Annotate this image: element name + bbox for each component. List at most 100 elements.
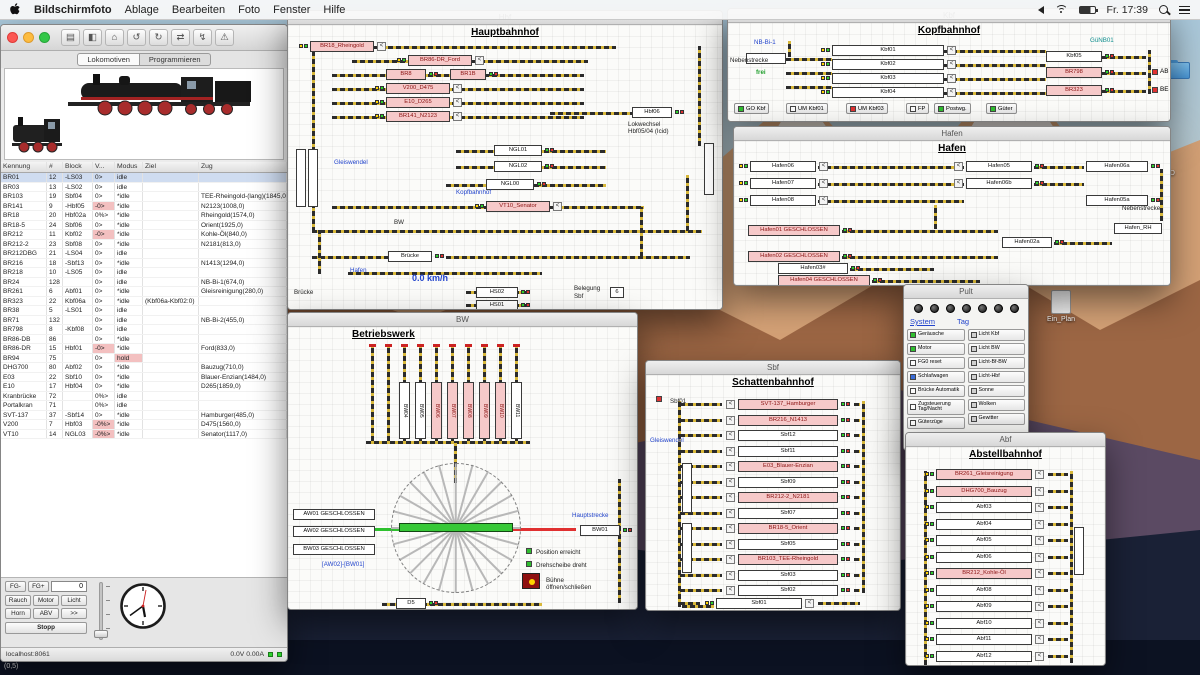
pult-button-güterzüge[interactable]: Güterzüge [907, 417, 965, 430]
route-button[interactable]: < [947, 74, 956, 83]
pult-button-licht-bf-bw[interactable]: Licht-Bf-BW [967, 357, 1025, 369]
signal-icon[interactable] [550, 164, 554, 168]
route-button[interactable]: < [954, 162, 963, 171]
block-Hafen_RH[interactable]: Hafen_RH [1114, 223, 1162, 234]
route-button[interactable]: < [1035, 486, 1044, 496]
block-Hafen08[interactable]: Hafen08 [750, 195, 816, 206]
signal-icon[interactable] [299, 44, 303, 48]
block-BW04[interactable]: BW04 [399, 382, 410, 439]
block-E03_Blauer-Enzian[interactable]: E03_Blauer-Enzian [738, 461, 838, 472]
block-BR8[interactable]: BR8 [386, 69, 426, 80]
signal-icon[interactable] [489, 72, 493, 76]
block-BR18-5_Orient[interactable]: BR18-5_Orient [738, 523, 838, 534]
signal-icon[interactable] [739, 198, 743, 202]
signal-icon[interactable] [402, 58, 406, 62]
signal-icon[interactable] [435, 254, 439, 258]
column-header[interactable]: Modus [115, 162, 143, 172]
route-button[interactable]: < [1035, 519, 1044, 529]
tab-lokomotiven[interactable]: Lokomotiven [77, 53, 140, 66]
close-button[interactable] [7, 32, 18, 43]
block[interactable] [296, 149, 306, 207]
panel-button[interactable] [526, 548, 532, 554]
block-D5[interactable]: D5 [396, 598, 426, 609]
signal-icon[interactable] [537, 182, 541, 186]
knob-icon[interactable] [993, 304, 1003, 313]
signal-icon[interactable] [930, 472, 934, 476]
signal-icon[interactable] [841, 433, 845, 437]
signal-icon[interactable] [434, 601, 438, 605]
spotlight-icon[interactable] [1159, 5, 1168, 14]
stop-button[interactable]: Stopp [5, 621, 87, 634]
block-BW05[interactable]: BW05 [415, 382, 426, 439]
route-button[interactable]: < [1035, 503, 1044, 512]
block-Hbf06[interactable]: Hbf06 [632, 107, 672, 118]
signal-icon[interactable] [841, 588, 845, 592]
signal-icon[interactable] [930, 488, 934, 493]
signal-icon[interactable] [930, 538, 934, 542]
signal-icon[interactable] [930, 571, 934, 575]
block-Abf08[interactable]: Abf08 [936, 584, 1032, 596]
menu-ablage[interactable]: Ablage [124, 3, 159, 16]
pult-button-geräusche[interactable]: Geräusche [907, 329, 965, 341]
signal-icon[interactable] [1156, 198, 1160, 202]
route-button[interactable]: < [1035, 618, 1044, 628]
signal-icon[interactable] [623, 528, 627, 532]
pult-button-zugsteuerung-tag/nacht[interactable]: Zugsteuerung Tag/Nacht [907, 399, 965, 416]
signal-icon[interactable] [710, 601, 714, 605]
signal-icon[interactable] [475, 204, 479, 208]
block-Hafen03#[interactable]: Hafen03# [778, 263, 848, 274]
signal-icon[interactable] [930, 587, 934, 592]
block-Hafen04 GESCHLOSSEN[interactable]: Hafen04 GESCHLOSSEN [778, 275, 870, 285]
route-button[interactable]: < [819, 162, 828, 171]
column-header[interactable]: V... [93, 162, 115, 172]
block-Abf04[interactable]: Abf04 [936, 518, 1032, 530]
signal-icon[interactable] [521, 303, 525, 307]
signal-icon[interactable] [846, 541, 850, 546]
pult-button-wolken[interactable]: Wolken [967, 399, 1025, 411]
route-button[interactable]: < [1035, 602, 1044, 611]
signal-icon[interactable] [841, 448, 845, 453]
signal-icon[interactable] [821, 90, 825, 94]
route-button[interactable]: < [805, 599, 814, 608]
column-header[interactable]: Kennung [1, 162, 47, 172]
block[interactable] [682, 463, 692, 513]
signal-icon[interactable] [841, 417, 845, 422]
signal-icon[interactable] [1151, 164, 1155, 168]
signal-icon[interactable] [873, 278, 877, 282]
block-Sbf03[interactable]: Sbf03 [738, 569, 838, 581]
route-button[interactable]: < [377, 42, 386, 51]
block-BW03 GESCHLOSSEN[interactable]: BW03 GESCHLOSSEN [293, 544, 375, 555]
signal-icon[interactable] [1040, 164, 1044, 168]
block-Abf10[interactable]: Abf10 [936, 617, 1032, 629]
signal-icon[interactable] [848, 254, 852, 258]
signal-icon[interactable] [930, 653, 934, 658]
menu-fenster[interactable]: Fenster [273, 3, 311, 16]
block-BR1B[interactable]: BR1B [450, 69, 486, 80]
route-button[interactable]: < [1035, 635, 1044, 644]
block-BR798[interactable]: BR798 [1046, 67, 1102, 78]
signal-icon[interactable] [821, 76, 825, 80]
undo-icon[interactable]: ↺ [127, 29, 146, 46]
signal-icon[interactable] [494, 72, 498, 76]
panel-button-be[interactable]: BE [1152, 86, 1169, 93]
block-NGL00[interactable]: NGL00 [486, 179, 534, 190]
signal-icon[interactable] [375, 100, 379, 104]
window-titlebar[interactable]: BW [288, 313, 637, 327]
block-BW07[interactable]: BW07 [447, 382, 458, 439]
signal-icon[interactable] [375, 86, 379, 90]
signal-icon[interactable] [380, 86, 384, 90]
route-button[interactable]: < [553, 202, 562, 211]
signal-icon[interactable] [846, 479, 850, 484]
block-Hafen05a[interactable]: Hafen05a [1086, 195, 1148, 206]
block-BR18_Rheingold[interactable]: BR18_Rheingold [310, 41, 374, 52]
block-Hafen05[interactable]: Hafen05 [966, 161, 1032, 172]
